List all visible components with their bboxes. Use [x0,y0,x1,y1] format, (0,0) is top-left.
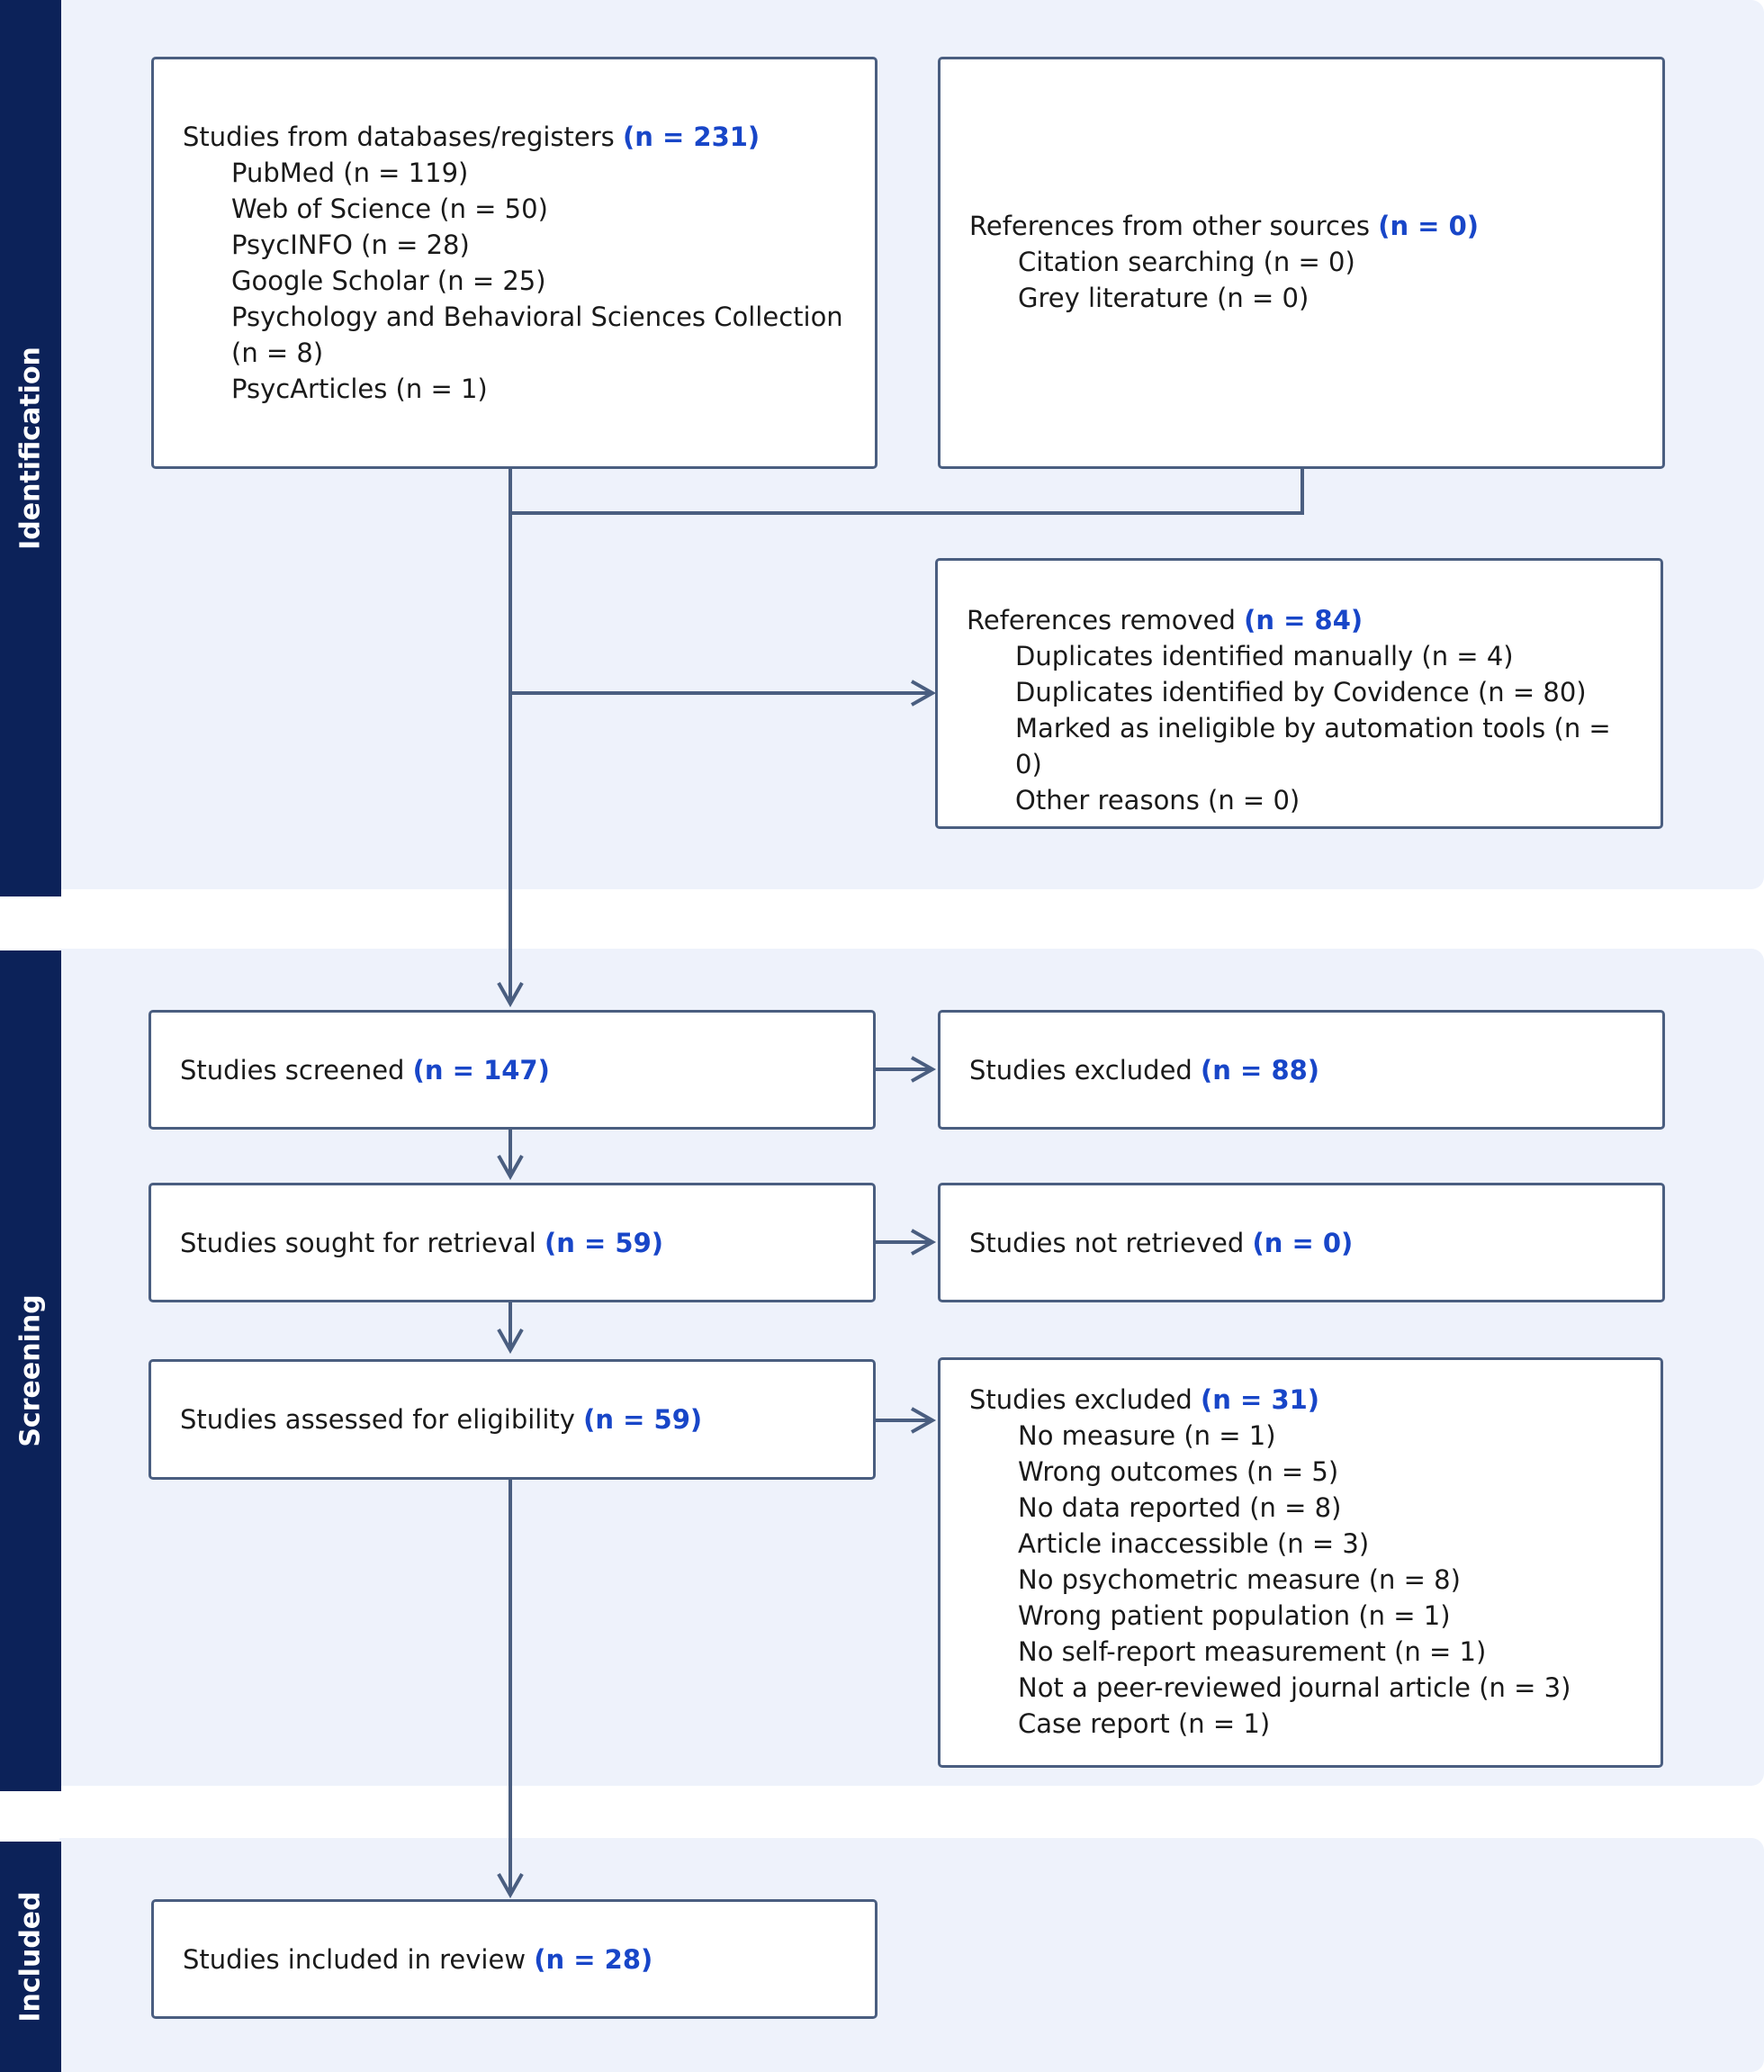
eligibility-heading: Studies assessed for eligibility (n = 59… [180,1401,702,1437]
arrowhead-to-screened [497,982,524,1008]
databases-title: Studies from databases/registers [183,122,615,152]
excluded-eligibility-item: No data reported (n = 8) [1018,1492,1342,1523]
excluded-eligibility-title: Studies excluded [969,1384,1192,1415]
included-heading: Studies included in review (n = 28) [183,1941,652,1977]
included-phase-label: Included [0,1842,61,2072]
connector-other-merge [510,468,1304,515]
eligibility-box: Studies assessed for eligibility (n = 59… [148,1359,876,1480]
databases-item: PubMed (n = 119) [231,158,469,188]
removed-item: Duplicates identified manually (n = 4) [1015,641,1514,671]
removed-item: Other reasons (n = 0) [1015,785,1300,815]
other-sources-count: (n = 0) [1378,211,1480,241]
retrieval-title: Studies sought for retrieval [180,1227,536,1258]
not-retrieved-title: Studies not retrieved [969,1227,1245,1258]
screening-phase-label: Screening [0,950,61,1791]
arrowhead-to-included [497,1873,524,1899]
included-count: (n = 28) [534,1943,653,1975]
excluded-eligibility-item: Wrong outcomes (n = 5) [1018,1456,1339,1487]
excluded-eligibility-item: No psychometric measure (n = 8) [1018,1564,1461,1595]
other-sources-heading: References from other sources (n = 0) [969,208,1637,244]
not-retrieved-count: (n = 0) [1252,1227,1354,1258]
removed-title: References removed [967,605,1236,635]
removed-box: References removed (n = 84) Duplicates i… [935,558,1663,829]
retrieval-count: (n = 59) [544,1227,664,1258]
screened-heading: Studies screened (n = 147) [180,1052,550,1088]
identification-phase-label: Identification [0,0,61,896]
excluded-eligibility-item: Wrong patient population (n = 1) [1018,1600,1451,1631]
excluded-eligibility-heading: Studies excluded (n = 31) [969,1382,1635,1418]
other-sources-item: Citation searching (n = 0) [1018,247,1355,277]
excluded-screening-title: Studies excluded [969,1054,1192,1086]
included-title: Studies included in review [183,1943,526,1975]
retrieval-heading: Studies sought for retrieval (n = 59) [180,1225,663,1261]
databases-item: PsycINFO (n = 28) [231,230,470,260]
removed-item: Duplicates identified by Covidence (n = … [1015,677,1587,707]
excluded-eligibility-item: Not a peer-reviewed journal article (n =… [1018,1672,1571,1703]
removed-count: (n = 84) [1244,605,1364,635]
other-sources-box: References from other sources (n = 0) Ci… [938,57,1665,469]
databases-item: PsycArticles (n = 1) [231,374,488,404]
screened-count: (n = 147) [412,1054,550,1086]
excluded-screening-count: (n = 88) [1201,1054,1320,1086]
not-retrieved-box: Studies not retrieved (n = 0) [938,1183,1665,1302]
screened-box: Studies screened (n = 147) [148,1010,876,1130]
arrowhead-to-not-retrieved [911,1229,937,1256]
arrowhead-to-eligibility [497,1329,524,1355]
excluded-eligibility-box: Studies excluded (n = 31) No measure (n … [938,1357,1663,1768]
databases-box: Studies from databases/registers (n = 23… [151,57,878,469]
excluded-eligibility-item: No self-report measurement (n = 1) [1018,1636,1487,1667]
arrowhead-to-excluded-1 [911,1056,937,1083]
not-retrieved-heading: Studies not retrieved (n = 0) [969,1225,1353,1261]
included-box: Studies included in review (n = 28) [151,1899,878,2019]
databases-item: Google Scholar (n = 25) [231,266,546,296]
other-sources-title: References from other sources [969,211,1370,241]
databases-heading: Studies from databases/registers (n = 23… [183,119,850,155]
eligibility-count: (n = 59) [583,1404,703,1435]
excluded-eligibility-count: (n = 31) [1201,1384,1320,1415]
databases-item: Psychology and Behavioral Sciences Colle… [231,302,843,368]
arrowhead-to-removed [911,680,937,707]
excluded-eligibility-item: Article inaccessible (n = 3) [1018,1528,1370,1559]
excluded-eligibility-item: Case report (n = 1) [1018,1708,1271,1739]
arrowhead-to-excluded-2 [911,1407,937,1434]
arrowhead-to-retrieval [497,1155,524,1181]
removed-heading: References removed (n = 84) [967,602,1635,638]
excluded-screening-box: Studies excluded (n = 88) [938,1010,1665,1130]
databases-count: (n = 231) [623,122,760,152]
eligibility-title: Studies assessed for eligibility [180,1404,575,1435]
removed-item: Marked as ineligible by automation tools… [1015,713,1611,779]
screened-title: Studies screened [180,1054,405,1086]
other-sources-item: Grey literature (n = 0) [1018,283,1310,313]
retrieval-box: Studies sought for retrieval (n = 59) [148,1183,876,1302]
excluded-screening-heading: Studies excluded (n = 88) [969,1052,1319,1088]
databases-item: Web of Science (n = 50) [231,194,548,224]
excluded-eligibility-item: No measure (n = 1) [1018,1420,1276,1451]
